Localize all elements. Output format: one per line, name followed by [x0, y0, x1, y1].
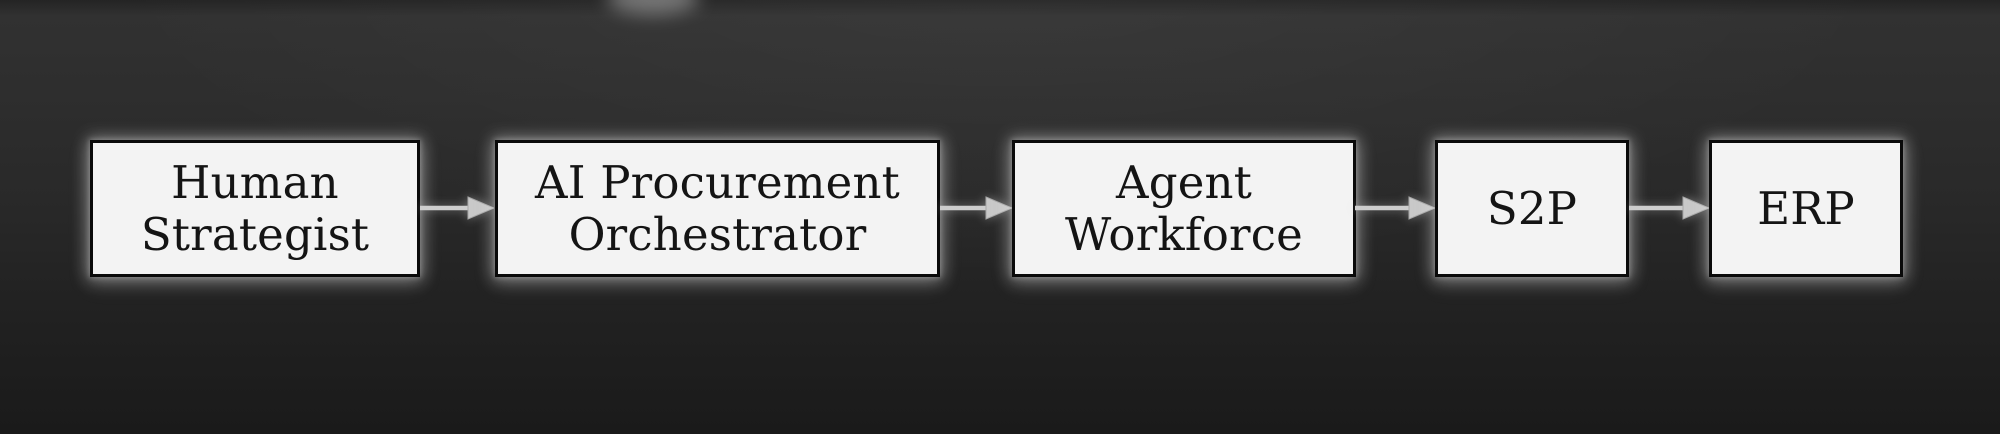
flow-node-agent-workforce: Agent Workforce [1012, 140, 1356, 277]
flow-node-ai-procurement-orchestrator: AI Procurement Orchestrator [495, 140, 940, 277]
node-label: Agent Workforce [1065, 155, 1303, 261]
arrow-right-icon [420, 196, 494, 220]
arrow-right-icon [1629, 196, 1709, 220]
arrow-right-icon [940, 196, 1012, 220]
flow-node-s2p: S2P [1435, 140, 1629, 277]
arrow-right-icon [1355, 196, 1435, 220]
flow-node-human-strategist: Human Strategist [90, 140, 420, 277]
node-label: AI Procurement Orchestrator [535, 155, 900, 261]
top-glow-artifact [607, 0, 699, 14]
node-label: ERP [1757, 181, 1855, 235]
node-label: S2P [1486, 181, 1578, 235]
flow-node-erp: ERP [1709, 140, 1903, 277]
node-label: Human Strategist [140, 155, 370, 261]
